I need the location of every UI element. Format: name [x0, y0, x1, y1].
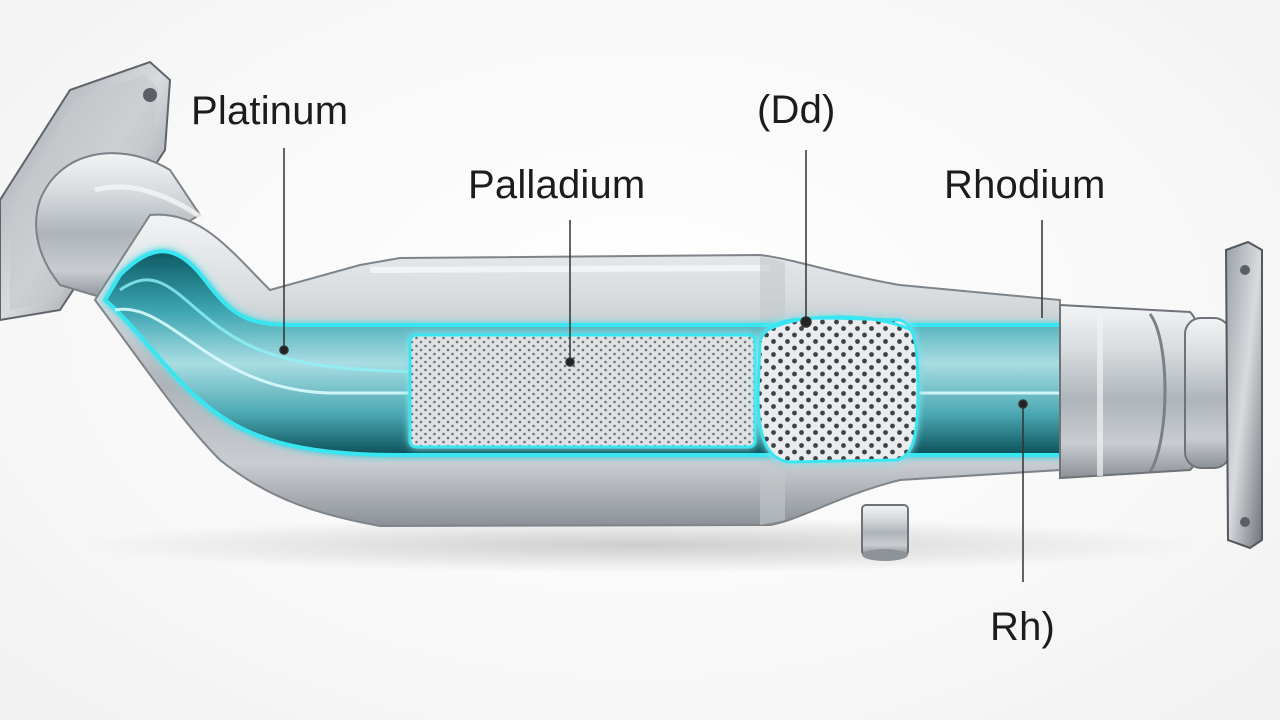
label-dd: (Dd): [757, 88, 836, 132]
leader-dot-platinum: [279, 345, 289, 355]
leader-dot-dd: [800, 316, 812, 328]
leader-dot-rh: [1018, 399, 1028, 409]
flange-bolt-icon: [1240, 517, 1250, 527]
outlet-collar: [1059, 303, 1231, 480]
label-palladium: Palladium: [468, 163, 646, 207]
outlet-flange: [1224, 240, 1263, 550]
sensor-bung: [861, 504, 909, 561]
honeycomb-substrate: [756, 315, 920, 464]
label-platinum: Platinum: [191, 89, 349, 133]
inlet-collar: [35, 152, 207, 302]
leader-lines: [279, 148, 1043, 582]
flange-bolt-icon: [143, 88, 157, 102]
label-rhodium: Rhodium: [944, 163, 1106, 207]
floor-shadow: [80, 517, 1200, 573]
flange-bolt-icon: [1240, 265, 1250, 275]
palladium-substrate: [408, 333, 757, 449]
label-rh: Rh): [990, 605, 1056, 649]
leader-dot-palladium: [565, 357, 575, 367]
